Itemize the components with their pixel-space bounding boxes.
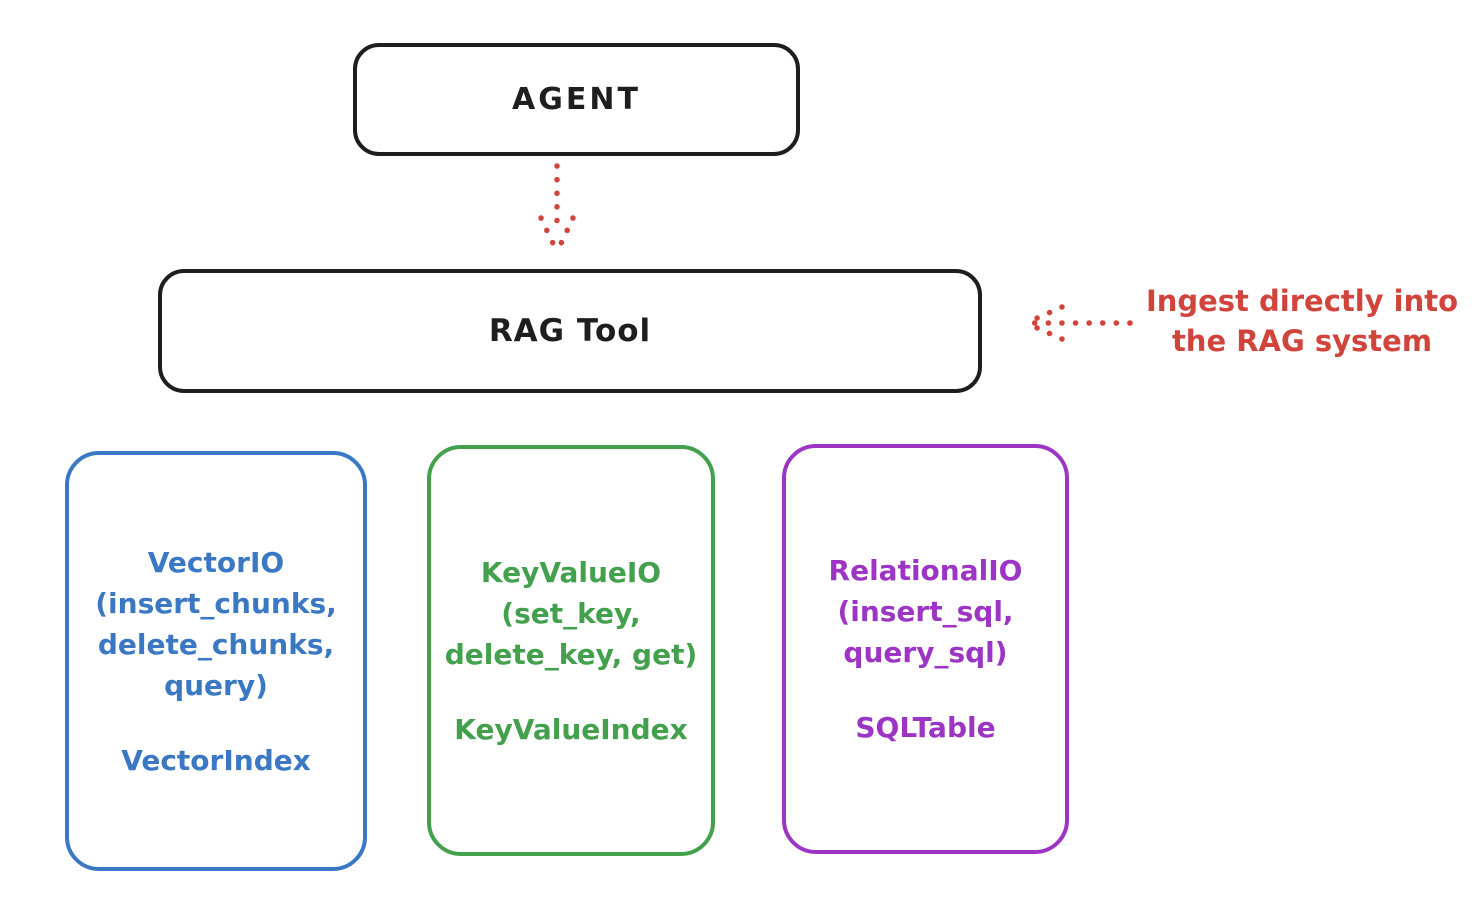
card-line: KeyValueIO <box>480 555 662 589</box>
ingest-annotation-line2: the RAG system <box>1171 324 1433 358</box>
ingest-annotation: Ingest directly into the RAG system <box>1130 281 1474 361</box>
card-line: RelationalIO <box>828 554 1023 587</box>
keyvalue-index-label: KeyValueIndex <box>454 712 688 746</box>
card-line: delete_key, get) <box>444 637 698 671</box>
card-line: (insert_sql, <box>837 595 1014 628</box>
card-line: query) <box>164 668 268 702</box>
ingest-dotted-arrow-icon <box>1023 304 1133 342</box>
vector-io-card: VectorIO (insert_chunks, delete_chunks, … <box>65 451 367 871</box>
keyvalue-io-card: KeyValueIO (set_key, delete_key, get) Ke… <box>427 445 715 856</box>
agent-to-rag-dotted-arrow-icon <box>538 163 576 255</box>
agent-label: AGENT <box>512 82 641 117</box>
card-line: query_sql) <box>843 636 1008 669</box>
card-line: (insert_chunks, <box>95 586 337 620</box>
sql-table-label: SQLTable <box>855 711 996 744</box>
agent-box: AGENT <box>353 43 800 156</box>
card-line: VectorIO <box>147 545 285 579</box>
relational-io-card: RelationalIO (insert_sql, query_sql) SQL… <box>782 444 1069 854</box>
rag-tool-box: RAG Tool <box>158 269 982 393</box>
vector-index-label: VectorIndex <box>121 743 311 777</box>
card-line: delete_chunks, <box>97 627 335 661</box>
rag-tool-label: RAG Tool <box>488 313 652 349</box>
ingest-annotation-line1: Ingest directly into <box>1145 284 1459 318</box>
card-line: (set_key, <box>501 596 641 630</box>
